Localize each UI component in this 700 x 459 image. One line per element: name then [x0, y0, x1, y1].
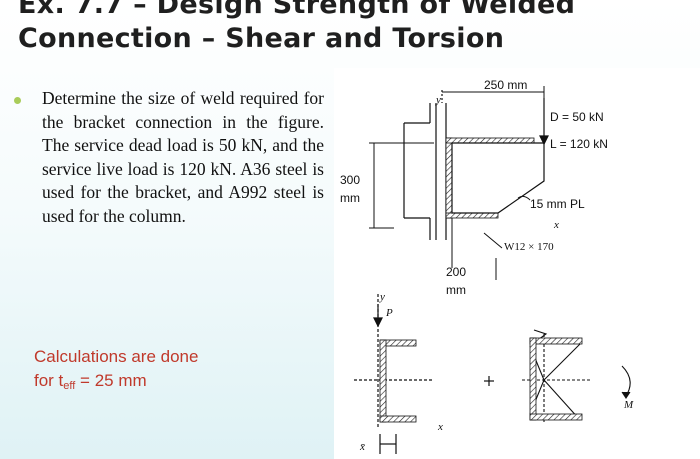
dim-300-line [369, 142, 434, 229]
column-leader [483, 232, 503, 249]
weld-vertical [445, 137, 453, 219]
load-arrow [539, 98, 549, 146]
dim-200-line [451, 218, 497, 280]
note-line-1: Calculations are done [34, 347, 199, 366]
axis-x-label-top: x [553, 219, 559, 231]
weld-group2-top [529, 337, 583, 345]
moment-m-label: M [623, 399, 634, 411]
note-prefix: for t [34, 371, 64, 390]
calculation-note: Calculations are done for teff = 25 mm [34, 345, 264, 398]
load-p-label: P [385, 307, 393, 319]
column-elevation [403, 90, 447, 240]
bracket-connection-figure: y 250 mm D = 50 kN L = 120 kN 300 mm 15 … [334, 68, 700, 459]
column-label: W12 × 170 [504, 241, 554, 253]
dim-300-value: 300 [340, 173, 360, 187]
weld-group2-bottom [529, 413, 583, 421]
bracket-figure-svg: y 250 mm D = 50 kN L = 120 kN 300 mm 15 … [340, 78, 634, 454]
plate-label: 15 mm PL [530, 197, 585, 211]
plus-sign-icon [484, 376, 494, 386]
bullet-dot-icon [14, 97, 21, 104]
axis-x-label-bottom: x [437, 421, 443, 433]
dim-200-value: 200 [446, 265, 466, 279]
slide-title: Ex. 7.7 – Design Strength of Welded Conn… [18, 0, 575, 56]
weld-group2-side [529, 337, 537, 421]
note-line-2: for teff = 25 mm [34, 369, 264, 398]
dim-250-line [442, 86, 545, 98]
axis-y-label-bottom: y [379, 291, 385, 303]
dim-250-label: 250 mm [484, 78, 527, 92]
axis-y-label-top: y [435, 94, 441, 106]
plate-leader [517, 195, 531, 201]
centroid-xbar-label: x̄ [359, 441, 365, 453]
dim-300-unit: mm [340, 191, 360, 205]
title-line-2: Connection – Shear and Torsion [18, 23, 505, 54]
weld-group-direct-shear [354, 294, 434, 454]
dead-load-label: D = 50 kN [550, 110, 604, 124]
weld-bottom [445, 212, 499, 219]
title-line-1: Ex. 7.7 – Design Strength of Welded [18, 0, 576, 20]
note-suffix: = 25 mm [75, 371, 147, 390]
note-subscript: eff [63, 380, 76, 392]
weld-top [445, 137, 535, 144]
live-load-label: L = 120 kN [550, 137, 608, 151]
dim-200-unit: mm [446, 283, 466, 297]
weld-group1-side [379, 339, 387, 423]
problem-statement: Determine the size of weld required for … [42, 88, 324, 226]
weld-group1-bottom [379, 415, 417, 423]
